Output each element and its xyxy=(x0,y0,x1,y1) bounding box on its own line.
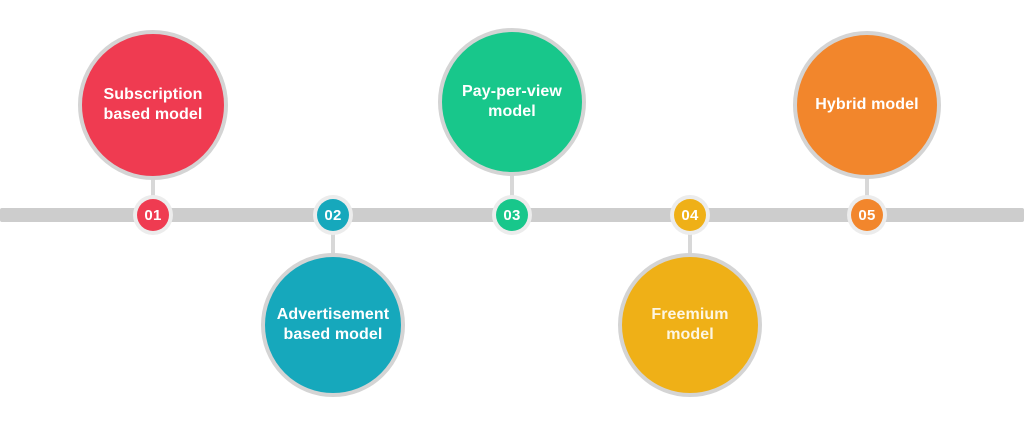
step-number-badge[interactable]: 05 xyxy=(847,195,887,235)
connector-stem xyxy=(510,172,514,201)
connector-stem xyxy=(865,175,869,201)
step-number: 02 xyxy=(317,199,349,231)
step-number-badge[interactable]: 04 xyxy=(670,195,710,235)
step-number-badge[interactable]: 01 xyxy=(133,195,173,235)
step-label: Pay-per-view model xyxy=(462,82,562,120)
step-label: Freemium model xyxy=(651,305,729,343)
connector-stem xyxy=(151,176,155,201)
step-bubble[interactable]: Pay-per-view model xyxy=(438,28,586,176)
step-label: Subscription based model xyxy=(103,85,203,123)
step-number: 05 xyxy=(851,199,883,231)
step-number: 01 xyxy=(137,199,169,231)
step-label: Hybrid model xyxy=(815,95,919,113)
step-bubble[interactable]: Hybrid model xyxy=(793,31,941,179)
step-bubble[interactable]: Advertisement based model xyxy=(261,253,405,397)
step-number: 03 xyxy=(496,199,528,231)
step-number-badge[interactable]: 03 xyxy=(492,195,532,235)
step-bubble[interactable]: Subscription based model xyxy=(78,30,228,180)
connector-stem xyxy=(688,229,692,257)
step-number: 04 xyxy=(674,199,706,231)
step-bubble[interactable]: Freemium model xyxy=(618,253,762,397)
connector-stem xyxy=(331,229,335,257)
step-number-badge[interactable]: 02 xyxy=(313,195,353,235)
step-label: Advertisement based model xyxy=(276,305,390,343)
